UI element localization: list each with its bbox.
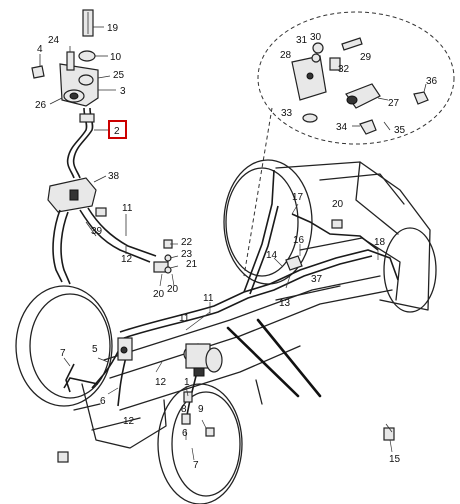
- callout-2[interactable]: 2: [114, 126, 120, 137]
- callout-32[interactable]: 32: [338, 64, 350, 75]
- callout-18[interactable]: 18: [374, 237, 386, 248]
- callout-4[interactable]: 4: [37, 44, 43, 55]
- callout-15[interactable]: 15: [389, 454, 401, 465]
- callout-23[interactable]: 23: [181, 249, 193, 260]
- callout-35[interactable]: 35: [394, 125, 406, 136]
- callout-7-low[interactable]: 7: [193, 460, 199, 471]
- callout-labels: 19 24 4 10 25 3 26 2 38 11 39 12 22 23 2…: [35, 23, 438, 471]
- callout-11-mid[interactable]: 11: [203, 293, 214, 304]
- callout-leaders: [63, 203, 393, 461]
- callout-25[interactable]: 25: [113, 70, 125, 81]
- callout-26[interactable]: 26: [35, 100, 47, 111]
- callout-24[interactable]: 24: [48, 35, 60, 46]
- callout-30[interactable]: 30: [310, 32, 322, 43]
- callout-37[interactable]: 37: [311, 274, 323, 285]
- callout-8[interactable]: 8: [181, 404, 187, 415]
- callout-1[interactable]: 1: [184, 377, 190, 388]
- highlighted-part-box[interactable]: [108, 120, 127, 139]
- callout-12-low[interactable]: 12: [123, 416, 135, 427]
- callout-14[interactable]: 14: [266, 250, 278, 261]
- callout-11-left[interactable]: 11: [122, 203, 133, 214]
- callout-10[interactable]: 10: [110, 52, 122, 63]
- callout-17[interactable]: 17: [292, 192, 304, 203]
- callout-20-c[interactable]: 20: [332, 199, 344, 210]
- callout-5[interactable]: 5: [92, 344, 98, 355]
- callout-31[interactable]: 31: [296, 35, 308, 46]
- callout-3-top[interactable]: 3: [120, 86, 126, 97]
- callout-19[interactable]: 19: [107, 23, 119, 34]
- callout-27[interactable]: 27: [388, 98, 400, 109]
- callout-7-left[interactable]: 7: [60, 348, 66, 359]
- callout-16[interactable]: 16: [293, 235, 305, 246]
- callout-20-a[interactable]: 20: [153, 289, 165, 300]
- callout-6-left[interactable]: 6: [100, 396, 106, 407]
- callout-39[interactable]: 39: [91, 226, 103, 237]
- vehicle-chassis-outline: [15, 159, 437, 504]
- callout-33[interactable]: 33: [281, 108, 293, 119]
- callout-38[interactable]: 38: [108, 171, 120, 182]
- callout-6-low[interactable]: 6: [182, 428, 188, 439]
- callout-21[interactable]: 21: [186, 259, 198, 270]
- callout-34[interactable]: 34: [336, 122, 348, 133]
- brake-pipe-run: [57, 169, 399, 463]
- callout-12-left[interactable]: 12: [121, 254, 133, 265]
- callout-28[interactable]: 28: [280, 50, 292, 61]
- callout-29[interactable]: 29: [360, 52, 372, 63]
- callout-11-low[interactable]: 11: [179, 313, 190, 324]
- callout-20-b[interactable]: 20: [167, 284, 179, 295]
- callout-12-mid[interactable]: 12: [155, 377, 167, 388]
- valve-detail-inset: [243, 11, 455, 277]
- callout-36-top[interactable]: 36: [426, 76, 438, 87]
- callout-22[interactable]: 22: [181, 237, 193, 248]
- master-cylinder-fitting-group: [31, 9, 157, 285]
- callout-9[interactable]: 9: [198, 404, 204, 415]
- callout-13[interactable]: 13: [279, 298, 291, 309]
